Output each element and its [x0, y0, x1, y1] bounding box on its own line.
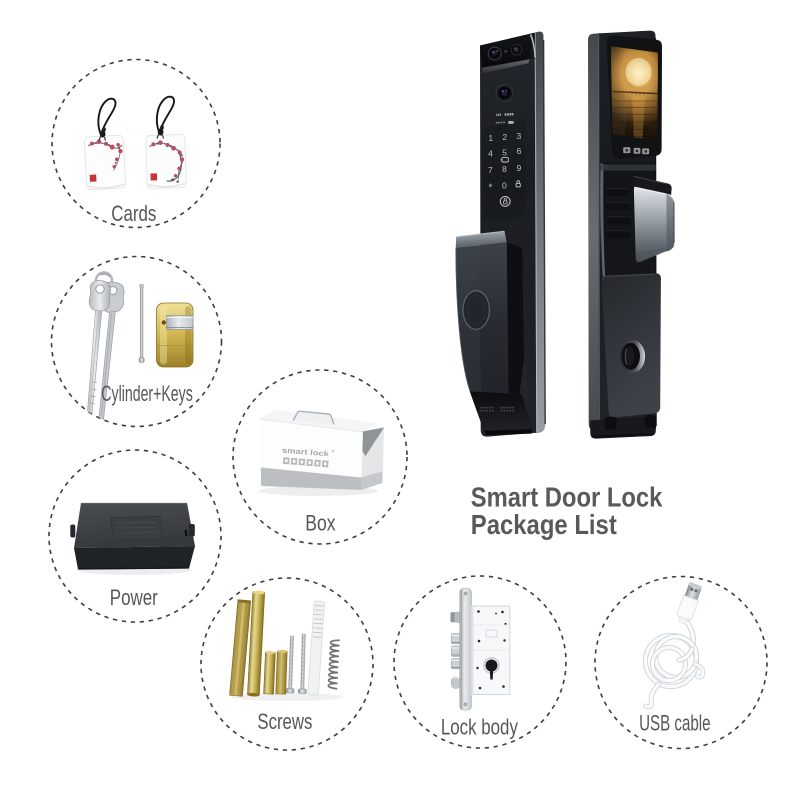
- svg-text:5: 5: [502, 148, 507, 158]
- svg-text:*: *: [488, 183, 492, 194]
- svg-text:Package List: Package List: [471, 509, 617, 540]
- svg-text:Cylinder+Keys: Cylinder+Keys: [101, 381, 193, 406]
- svg-text:Screws: Screws: [257, 709, 312, 734]
- svg-text:3: 3: [517, 131, 522, 141]
- svg-text:7: 7: [488, 165, 493, 175]
- svg-text:0: 0: [502, 181, 507, 191]
- svg-text:6: 6: [517, 146, 522, 156]
- svg-text:8: 8: [502, 164, 507, 174]
- svg-text:smart lock: smart lock: [282, 446, 331, 459]
- svg-text:4: 4: [488, 149, 493, 159]
- svg-text:Box: Box: [305, 511, 335, 536]
- svg-text:Lock body: Lock body: [441, 715, 518, 740]
- svg-text:1: 1: [488, 133, 493, 143]
- svg-text:Smart Door Lock: Smart Door Lock: [471, 482, 663, 513]
- svg-text:USB cable: USB cable: [639, 711, 711, 736]
- svg-text:2: 2: [502, 132, 507, 142]
- svg-text:9: 9: [517, 163, 522, 173]
- svg-text:Cards: Cards: [111, 201, 156, 226]
- svg-text:Power: Power: [110, 585, 158, 610]
